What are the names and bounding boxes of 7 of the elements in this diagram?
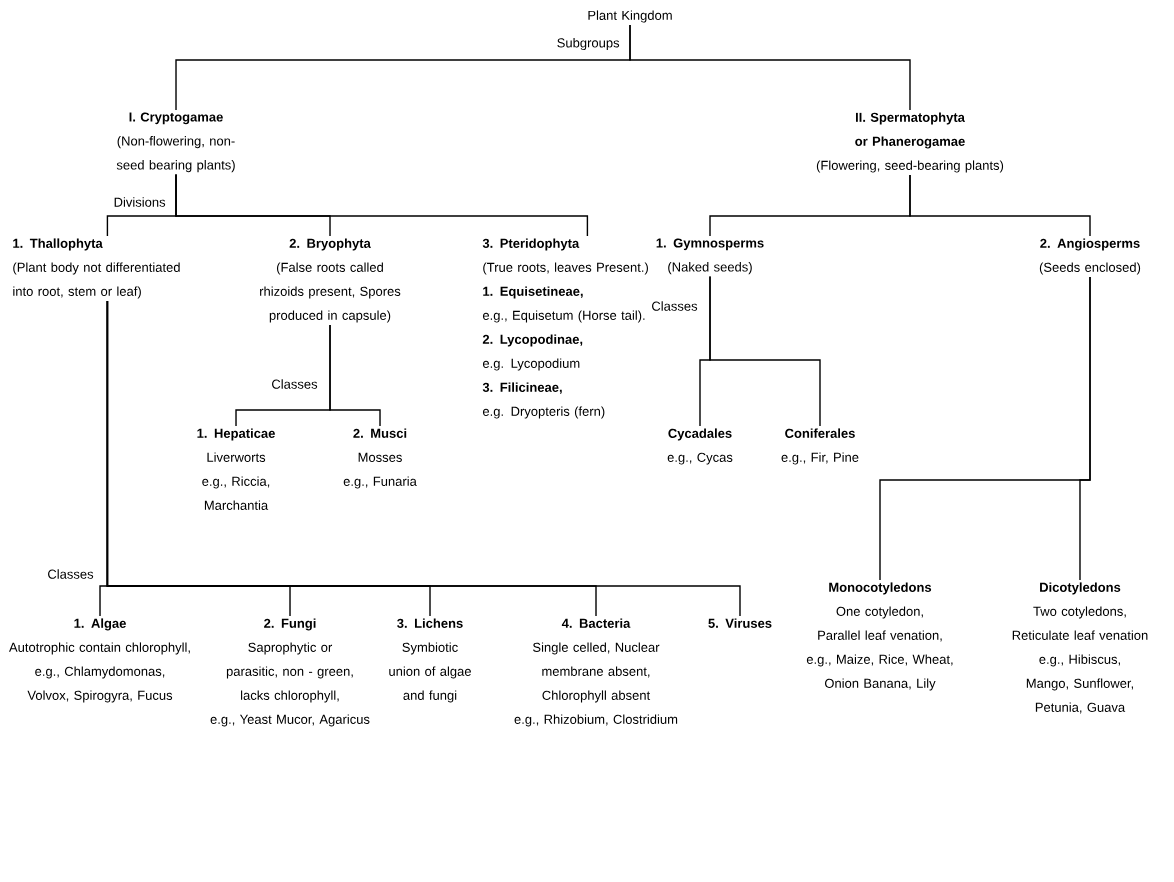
connector-line xyxy=(709,275,821,427)
connector-line xyxy=(629,24,911,111)
connector-line xyxy=(175,173,589,237)
connector-line xyxy=(909,174,1091,237)
connector-line xyxy=(1079,276,1091,581)
connector-line xyxy=(106,300,741,617)
connector-line xyxy=(329,324,381,427)
